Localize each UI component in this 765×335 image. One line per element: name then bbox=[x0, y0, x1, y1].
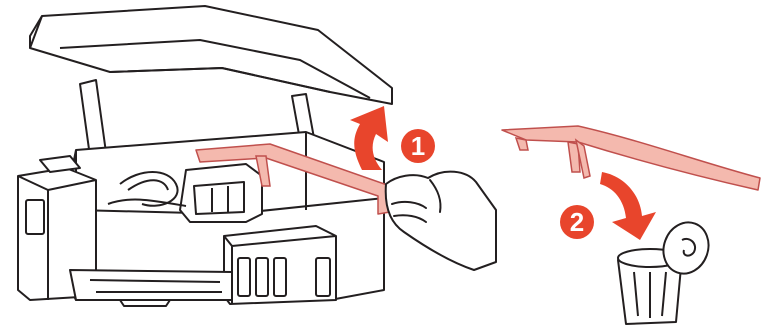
step-badge-2: 2 bbox=[560, 205, 594, 239]
down-arrow-icon bbox=[600, 172, 656, 240]
step-badge-1: 1 bbox=[401, 129, 435, 163]
hand-icon bbox=[386, 172, 496, 270]
protective-tape-removed bbox=[502, 126, 760, 190]
step-number-1: 1 bbox=[411, 131, 425, 161]
output-tray bbox=[70, 270, 232, 300]
step-number-2: 2 bbox=[570, 207, 584, 237]
